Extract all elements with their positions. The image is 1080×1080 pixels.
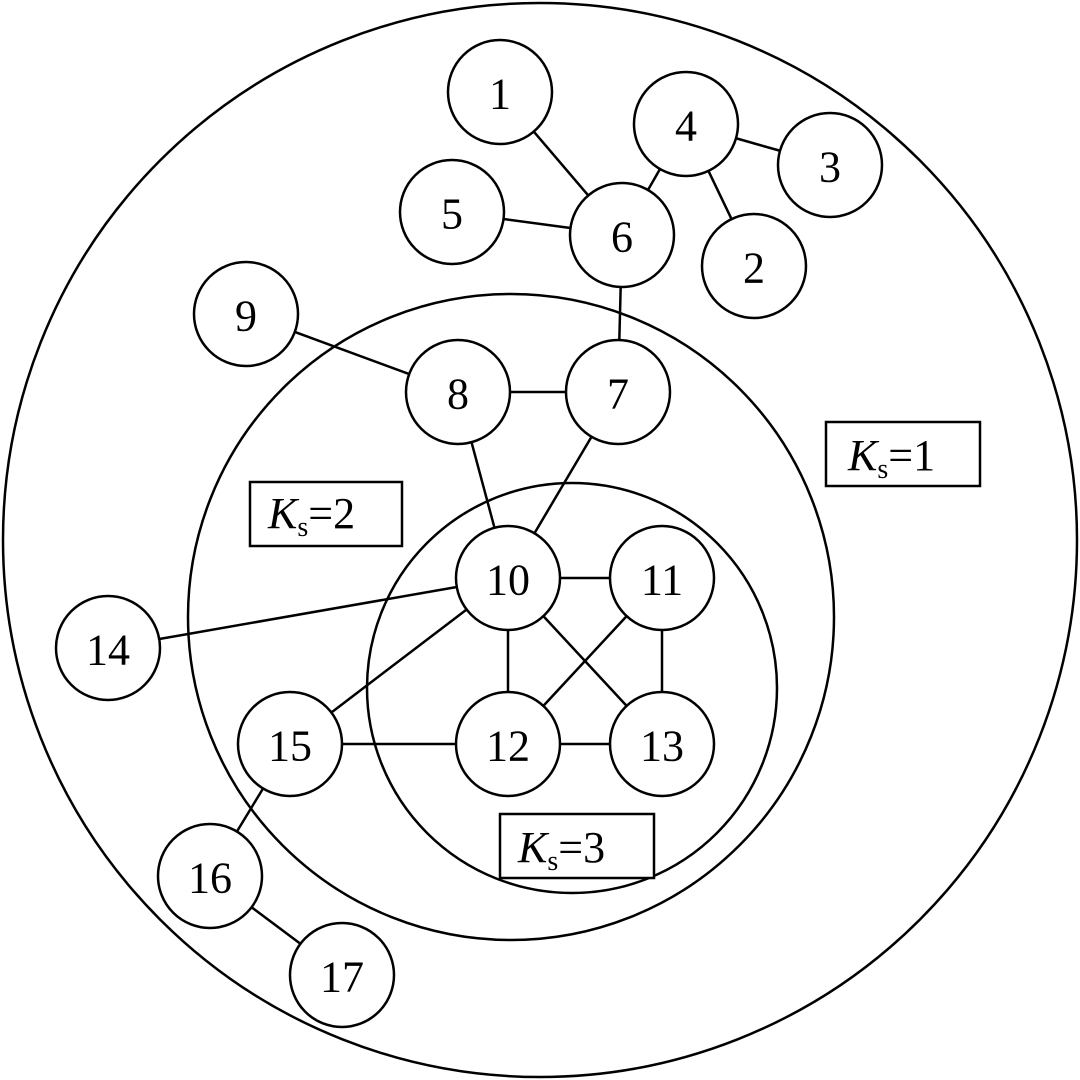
node-circle-9 <box>192 260 300 368</box>
node-circle-15 <box>236 690 344 798</box>
node-12: 12 <box>454 690 562 798</box>
node-label-9: 9 <box>235 292 257 341</box>
node-13: 13 <box>608 690 716 798</box>
node-label-15: 15 <box>268 722 312 771</box>
node-4: 4 <box>632 70 740 178</box>
svg-text:Ks=1: Ks=1 <box>847 431 935 485</box>
shell-label-ks2: Ks=2 <box>248 480 404 548</box>
svg-text:Ks=2: Ks=2 <box>267 489 355 543</box>
svg-text:Ks=3: Ks=3 <box>517 823 605 877</box>
node-circle-6 <box>568 181 676 289</box>
node-circle-3 <box>776 111 884 219</box>
node-16: 16 <box>156 822 264 930</box>
node-circle-2 <box>700 212 808 320</box>
edge-6-7 <box>618 286 622 341</box>
node-label-7: 7 <box>607 370 629 419</box>
node-11: 11 <box>608 524 716 632</box>
node-14: 14 <box>54 594 162 702</box>
edge-11-12 <box>542 615 628 707</box>
node-label-14: 14 <box>86 626 130 675</box>
node-label-4: 4 <box>675 102 697 151</box>
node-9: 9 <box>192 260 300 368</box>
shell-circle-ks2 <box>186 292 836 942</box>
node-8: 8 <box>404 338 512 446</box>
node-label-8: 8 <box>447 370 469 419</box>
node-3: 3 <box>776 111 884 219</box>
node-circle-12 <box>454 690 562 798</box>
node-2: 2 <box>700 212 808 320</box>
node-circle-10 <box>454 524 562 632</box>
shell-label-ks3-k: K <box>517 823 550 872</box>
edges <box>159 130 781 945</box>
node-label-12: 12 <box>486 722 530 771</box>
edge-4-3 <box>735 137 781 152</box>
node-1: 1 <box>446 38 554 146</box>
shell-label-ks1-value: =1 <box>888 431 935 480</box>
shell-circle-ks3 <box>365 481 779 895</box>
edge-4-6 <box>646 168 662 191</box>
node-circle-13 <box>608 690 716 798</box>
shell-label-ks2-k: K <box>267 489 300 538</box>
shell-label-ks3-value: =3 <box>558 823 605 872</box>
node-label-1: 1 <box>489 70 511 119</box>
node-circle-16 <box>156 822 264 930</box>
node-circle-17 <box>288 921 396 1029</box>
node-7: 7 <box>564 338 672 446</box>
shell-label-ks3-sub: s <box>547 846 558 877</box>
edge-7-10 <box>533 436 593 534</box>
node-circle-14 <box>54 594 162 702</box>
shell-label-ks3: Ks=3 <box>498 812 656 880</box>
node-circle-7 <box>564 338 672 446</box>
node-17: 17 <box>288 921 396 1029</box>
edge-8-10 <box>470 441 496 529</box>
node-label-3: 3 <box>819 143 841 192</box>
edge-5-6 <box>503 217 571 230</box>
shell-label-ks2-value: =2 <box>308 489 355 538</box>
node-5: 5 <box>398 158 506 266</box>
node-label-13: 13 <box>640 722 684 771</box>
node-label-10: 10 <box>486 556 530 605</box>
shell-label-ks1: Ks=1 <box>824 420 982 488</box>
node-6: 6 <box>568 181 676 289</box>
node-label-16: 16 <box>188 854 232 903</box>
edge-9-8 <box>294 330 410 376</box>
node-label-6: 6 <box>611 213 633 262</box>
edge-4-2 <box>707 170 733 220</box>
node-circle-4 <box>632 70 740 178</box>
node-circle-11 <box>608 524 716 632</box>
edge-15-16 <box>235 787 265 833</box>
shell-label-ks1-sub: s <box>877 454 888 485</box>
edge-16-17 <box>250 906 302 945</box>
node-label-17: 17 <box>320 953 364 1002</box>
edge-1-6 <box>532 130 590 197</box>
edge-15-10 <box>330 608 468 714</box>
shell-label-ks1-k: K <box>847 431 880 480</box>
node-circle-8 <box>404 338 512 446</box>
shell-label-ks2-sub: s <box>297 512 308 543</box>
edge-14-10 <box>159 585 457 641</box>
node-label-11: 11 <box>641 556 683 605</box>
node-label-5: 5 <box>441 190 463 239</box>
node-circle-1 <box>446 38 554 146</box>
node-circle-5 <box>398 158 506 266</box>
node-10: 10 <box>454 524 562 632</box>
node-label-2: 2 <box>743 244 765 293</box>
node-15: 15 <box>236 690 344 798</box>
